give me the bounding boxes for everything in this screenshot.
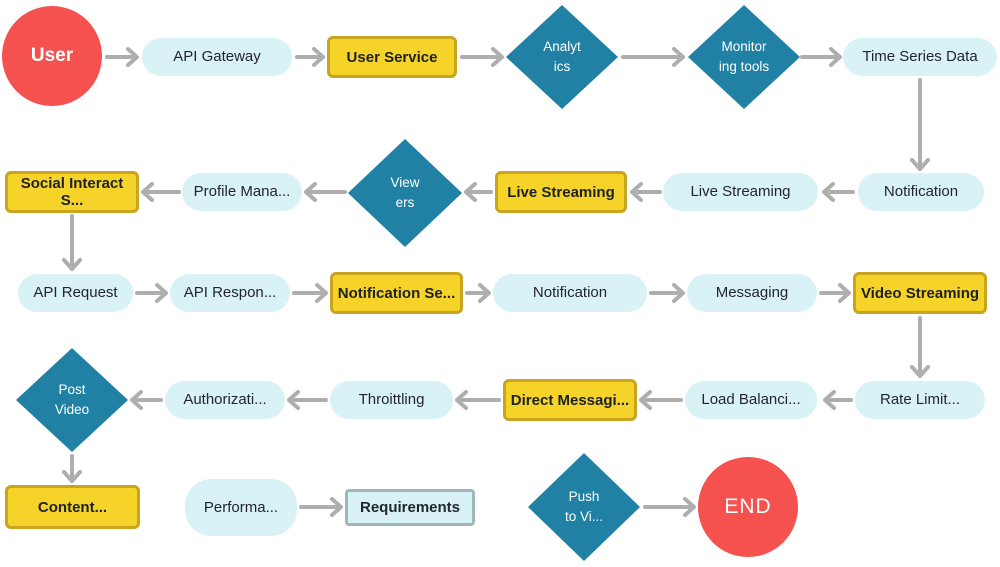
node-load-balancing[interactable]: Load Balanci... <box>685 381 817 419</box>
node-video-streaming[interactable]: Video Streaming <box>853 272 987 314</box>
flow-arrow <box>464 182 493 202</box>
node-notification-service[interactable]: Notification Se... <box>330 272 463 314</box>
node-notification-1[interactable]: Notification <box>858 173 984 211</box>
node-content[interactable]: Content... <box>5 485 140 529</box>
flow-arrow <box>822 182 855 202</box>
flow-arrow <box>649 283 685 303</box>
flow-arrow <box>800 47 842 67</box>
flow-arrow <box>130 390 163 410</box>
node-user-service[interactable]: User Service <box>327 36 457 78</box>
flow-arrow <box>823 390 853 410</box>
flow-arrow <box>460 47 504 67</box>
flow-arrow <box>292 283 328 303</box>
node-end[interactable]: END <box>698 457 798 557</box>
node-authorization[interactable]: Authorizati... <box>165 381 285 419</box>
node-performance[interactable]: Performa... <box>185 479 297 536</box>
flow-arrow <box>455 390 501 410</box>
flow-arrow <box>304 182 347 202</box>
node-user[interactable]: User <box>2 6 102 106</box>
flow-arrow <box>621 47 685 67</box>
node-api-response[interactable]: API Respon... <box>170 274 290 312</box>
flow-arrow <box>62 214 82 271</box>
node-social-interact-service[interactable]: Social Interact S... <box>5 171 139 213</box>
flow-arrow <box>105 47 139 67</box>
flow-arrow <box>465 283 491 303</box>
node-analytics[interactable]: Analyt ics <box>506 5 618 109</box>
flow-arrow <box>643 497 696 517</box>
flow-arrow <box>295 47 325 67</box>
node-direct-messaging[interactable]: Direct Messagi... <box>503 379 637 421</box>
node-viewers[interactable]: View ers <box>348 139 462 247</box>
flow-arrow <box>819 283 851 303</box>
flow-arrow <box>639 390 683 410</box>
node-profile-management[interactable]: Profile Mana... <box>182 173 302 211</box>
node-rate-limiting[interactable]: Rate Limit... <box>855 381 985 419</box>
node-live-streaming-service[interactable]: Live Streaming <box>495 171 627 213</box>
node-api-gateway[interactable]: API Gateway <box>142 38 292 76</box>
node-messaging[interactable]: Messaging <box>687 274 817 312</box>
flow-arrow <box>62 454 82 483</box>
flow-arrow <box>630 182 662 202</box>
flow-arrow <box>141 182 181 202</box>
node-post-video[interactable]: Post Video <box>16 348 128 452</box>
node-time-series-data[interactable]: Time Series Data <box>843 38 997 76</box>
flow-arrow <box>299 497 343 517</box>
node-api-request[interactable]: API Request <box>18 274 133 312</box>
flow-arrow <box>910 78 930 171</box>
flow-arrow <box>910 316 930 378</box>
node-notification-2[interactable]: Notification <box>493 274 647 312</box>
flow-arrow <box>287 390 328 410</box>
node-monitoring-tools[interactable]: Monitor ing tools <box>688 5 800 109</box>
flow-arrow <box>135 283 168 303</box>
node-live-streaming[interactable]: Live Streaming <box>663 173 818 211</box>
node-throttling[interactable]: Throittling <box>330 381 453 419</box>
node-push-to-viewers[interactable]: Push to Vi... <box>528 453 640 561</box>
node-requirements[interactable]: Requirements <box>345 489 475 526</box>
